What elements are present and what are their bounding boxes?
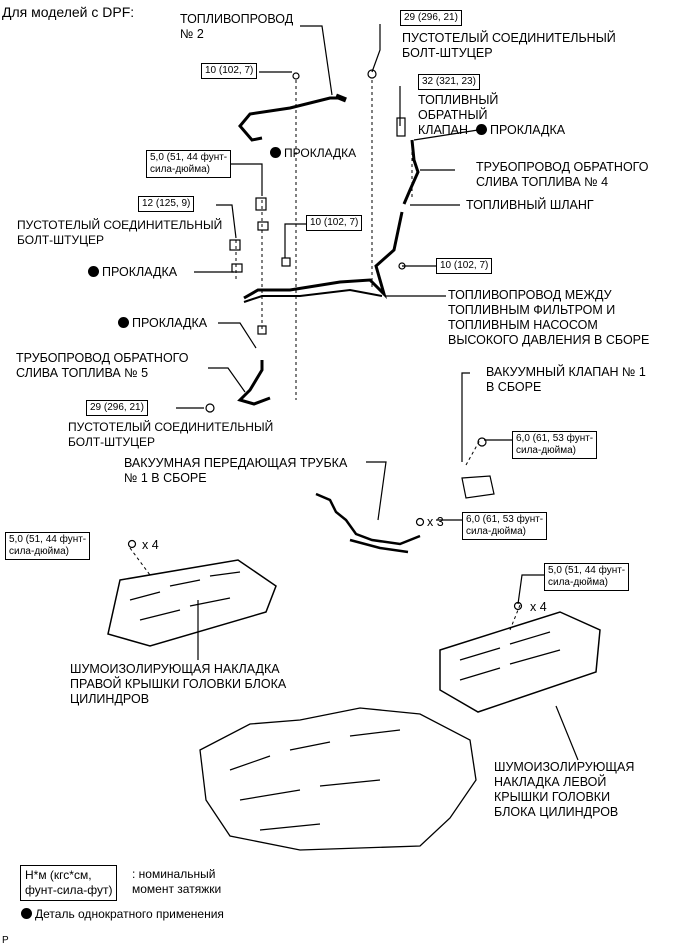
torque-box: 10 (102, 7) [436, 258, 493, 274]
single-use-dot-icon [270, 147, 281, 158]
single-use-dot-icon [21, 908, 32, 919]
label-union-bolt-bottom: ПУСТОТЕЛЫЙ СОЕДИНИТЕЛЬНЫЙ БОЛТ-ШТУЦЕР [68, 420, 274, 449]
fuel-pipe-filter-pump-shape [243, 211, 404, 300]
label-fuel-pipe-filter-pump: ТОПЛИВОПРОВОД МЕЖДУ ТОПЛИВНЫМ ФИЛЬТРОМ И… [448, 288, 650, 347]
torque-box: 29 (296, 21) [400, 10, 462, 26]
single-use-dot-icon [476, 124, 487, 135]
leader-return-pipe-5 [208, 367, 246, 393]
label-vacuum-tube: ВАКУУМНАЯ ПЕРЕДАЮЩАЯ ТРУБКА № 1 В СБОРЕ [124, 456, 348, 485]
return-pipe-4-shape [402, 139, 420, 205]
torque-box: 29 (296, 21) [86, 400, 148, 416]
label-x3: x 3 [427, 515, 444, 529]
label-x4-b: x 4 [530, 600, 547, 614]
label-return-pipe-4: ТРУБОПРОВОД ОБРАТНОГО СЛИВА ТОПЛИВА № 4 [476, 160, 649, 189]
leader-vacuum-tube [366, 461, 387, 521]
torque-box: 12 (125, 9) [138, 196, 195, 212]
legend-single-use: Деталь однократного применения [21, 907, 224, 922]
torque-box: 5,0 (51, 44 фунт- сила-дюйма) [5, 532, 91, 560]
label-union-bolt-left: ПУСТОТЕЛЫЙ СОЕДИНИТЕЛЬНЫЙ БОЛТ-ШТУЦЕР [17, 218, 223, 247]
label-return-pipe-5: ТРУБОПРОВОД ОБРАТНОГО СЛИВА ТОПЛИВА № 5 [16, 351, 189, 380]
label-left-cover: ШУМОИЗОЛИРУЮЩАЯ НАКЛАДКА ЛЕВОЙ КРЫШКИ ГО… [494, 760, 635, 819]
torque-box: 6,0 (61, 53 фунт- сила-дюйма) [512, 431, 598, 459]
leader-fuel-pipe-2 [300, 25, 333, 96]
leader-t5-a [216, 163, 263, 196]
return-valve-shape [396, 117, 406, 137]
page-title: Для моделей с DPF: [2, 4, 135, 20]
right-cover-shape [107, 559, 277, 647]
figure-code: P [2, 935, 9, 946]
torque-box: 32 (321, 23) [418, 74, 480, 90]
engine-block-shape [199, 707, 477, 851]
vacuum-tube-shape [315, 492, 421, 546]
label-gasket-3: ПРОКЛАДКА [88, 265, 177, 280]
label-vacuum-valve: ВАКУУМНЫЙ КЛАПАН № 1 В СБОРЕ [486, 365, 646, 394]
torque-box: 5,0 (51, 44 фунт- сила-дюйма) [544, 563, 630, 591]
leader-gasket-mid [218, 322, 257, 349]
leader-t12 [216, 204, 237, 239]
leader-gasket-top [413, 129, 479, 141]
torque-box: 10 (102, 7) [201, 63, 258, 79]
label-gasket-4: ПРОКЛАДКА [118, 316, 207, 331]
label-fuel-pipe-2: ТОПЛИВОПРОВОД № 2 [180, 12, 294, 41]
leader-t10-b [284, 223, 306, 258]
vacuum-valve-shape [461, 475, 495, 499]
single-use-dot-icon [88, 266, 99, 277]
label-right-cover: ШУМОИЗОЛИРУЮЩАЯ НАКЛАДКА ПРАВОЙ КРЫШКИ Г… [70, 662, 287, 706]
leader-t5-c [517, 574, 544, 605]
single-use-dot-icon [118, 317, 129, 328]
union-bolt-bottom-shape [205, 403, 215, 413]
legend-unit-description: : номинальный момент затяжки [132, 867, 222, 896]
torque-box: 6,0 (61, 53 фунт- сила-дюйма) [462, 512, 548, 540]
left-cover-shape [439, 611, 601, 713]
torque-box: 5,0 (51, 44 фунт- сила-дюйма) [146, 150, 232, 178]
label-fuel-hose: ТОПЛИВНЫЙ ШЛАНГ [466, 198, 594, 212]
return-pipe-5-shape [237, 360, 271, 406]
leader-vacuum-valve [461, 372, 470, 462]
legend-unit-box: Н*м (кгс*см, фунт-сила-фут) [20, 865, 118, 901]
label-union-bolt-top: ПУСТОТЕЛЫЙ СОЕДИНИТЕЛЬНЫЙ БОЛТ-ШТУЦЕР [402, 31, 616, 60]
fuel-pipe-2-shape [238, 96, 340, 142]
union-bolt-top-shape [367, 69, 377, 79]
label-return-valve: ТОПЛИВНЫЙ ОБРАТНЫЙ КЛАПАН [418, 93, 499, 137]
torque-box: 10 (102, 7) [306, 215, 363, 231]
label-x4-a: x 4 [142, 538, 159, 552]
leader-left-cover [555, 705, 579, 761]
label-gasket-1: ПРОКЛАДКА [476, 123, 565, 138]
label-gasket-2: ПРОКЛАДКА [270, 146, 356, 161]
leader-union-bolt-top [371, 24, 381, 73]
